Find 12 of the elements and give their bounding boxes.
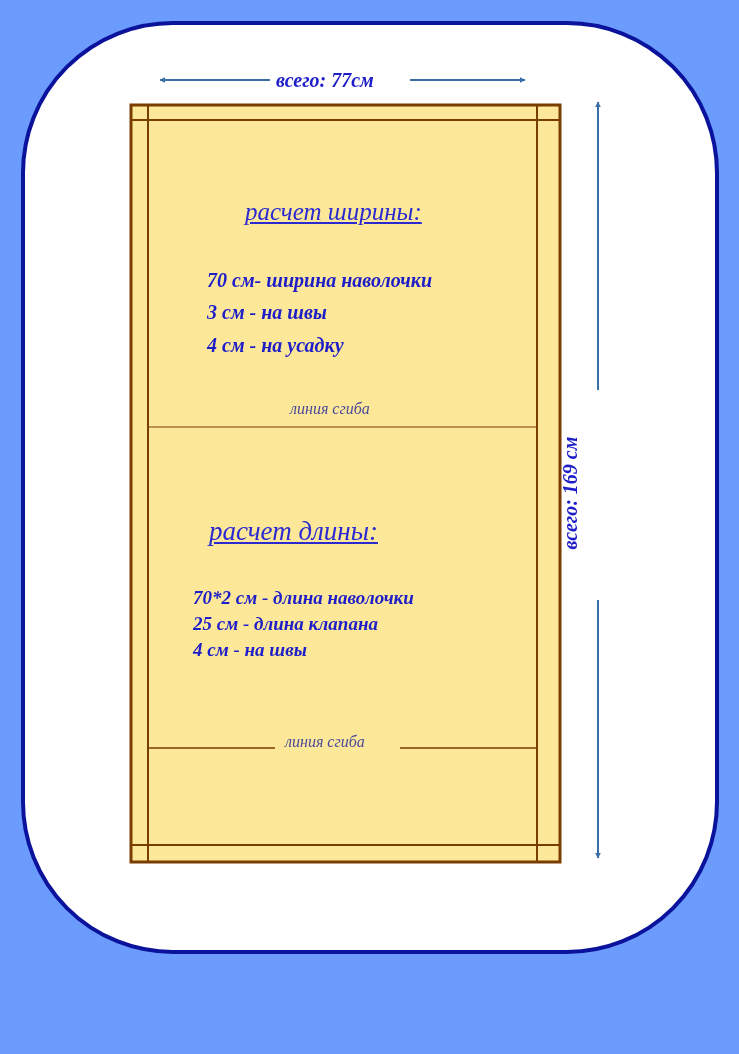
- dimension-label: всего: 77см: [275, 70, 375, 90]
- section-heading: расчет ширины:: [245, 199, 422, 224]
- fold-line-label: линия сгиба: [290, 401, 370, 417]
- section-heading: расчет длины:: [206, 518, 378, 545]
- calculation-line: 4 см - на швы: [193, 640, 307, 659]
- calculation-line: 4 см - на усадку: [207, 335, 344, 355]
- dimension-label: всего: 169 см: [560, 435, 581, 552]
- calculation-line: 3 см - на швы: [207, 302, 327, 322]
- calculation-line: 70 см- ширина наволочки: [207, 270, 433, 290]
- fold-line-label: линия сгиба: [285, 734, 365, 750]
- calculation-line: 70*2 см - длина наволочки: [193, 588, 414, 607]
- calculation-line: 25 см - длина клапана: [193, 614, 378, 633]
